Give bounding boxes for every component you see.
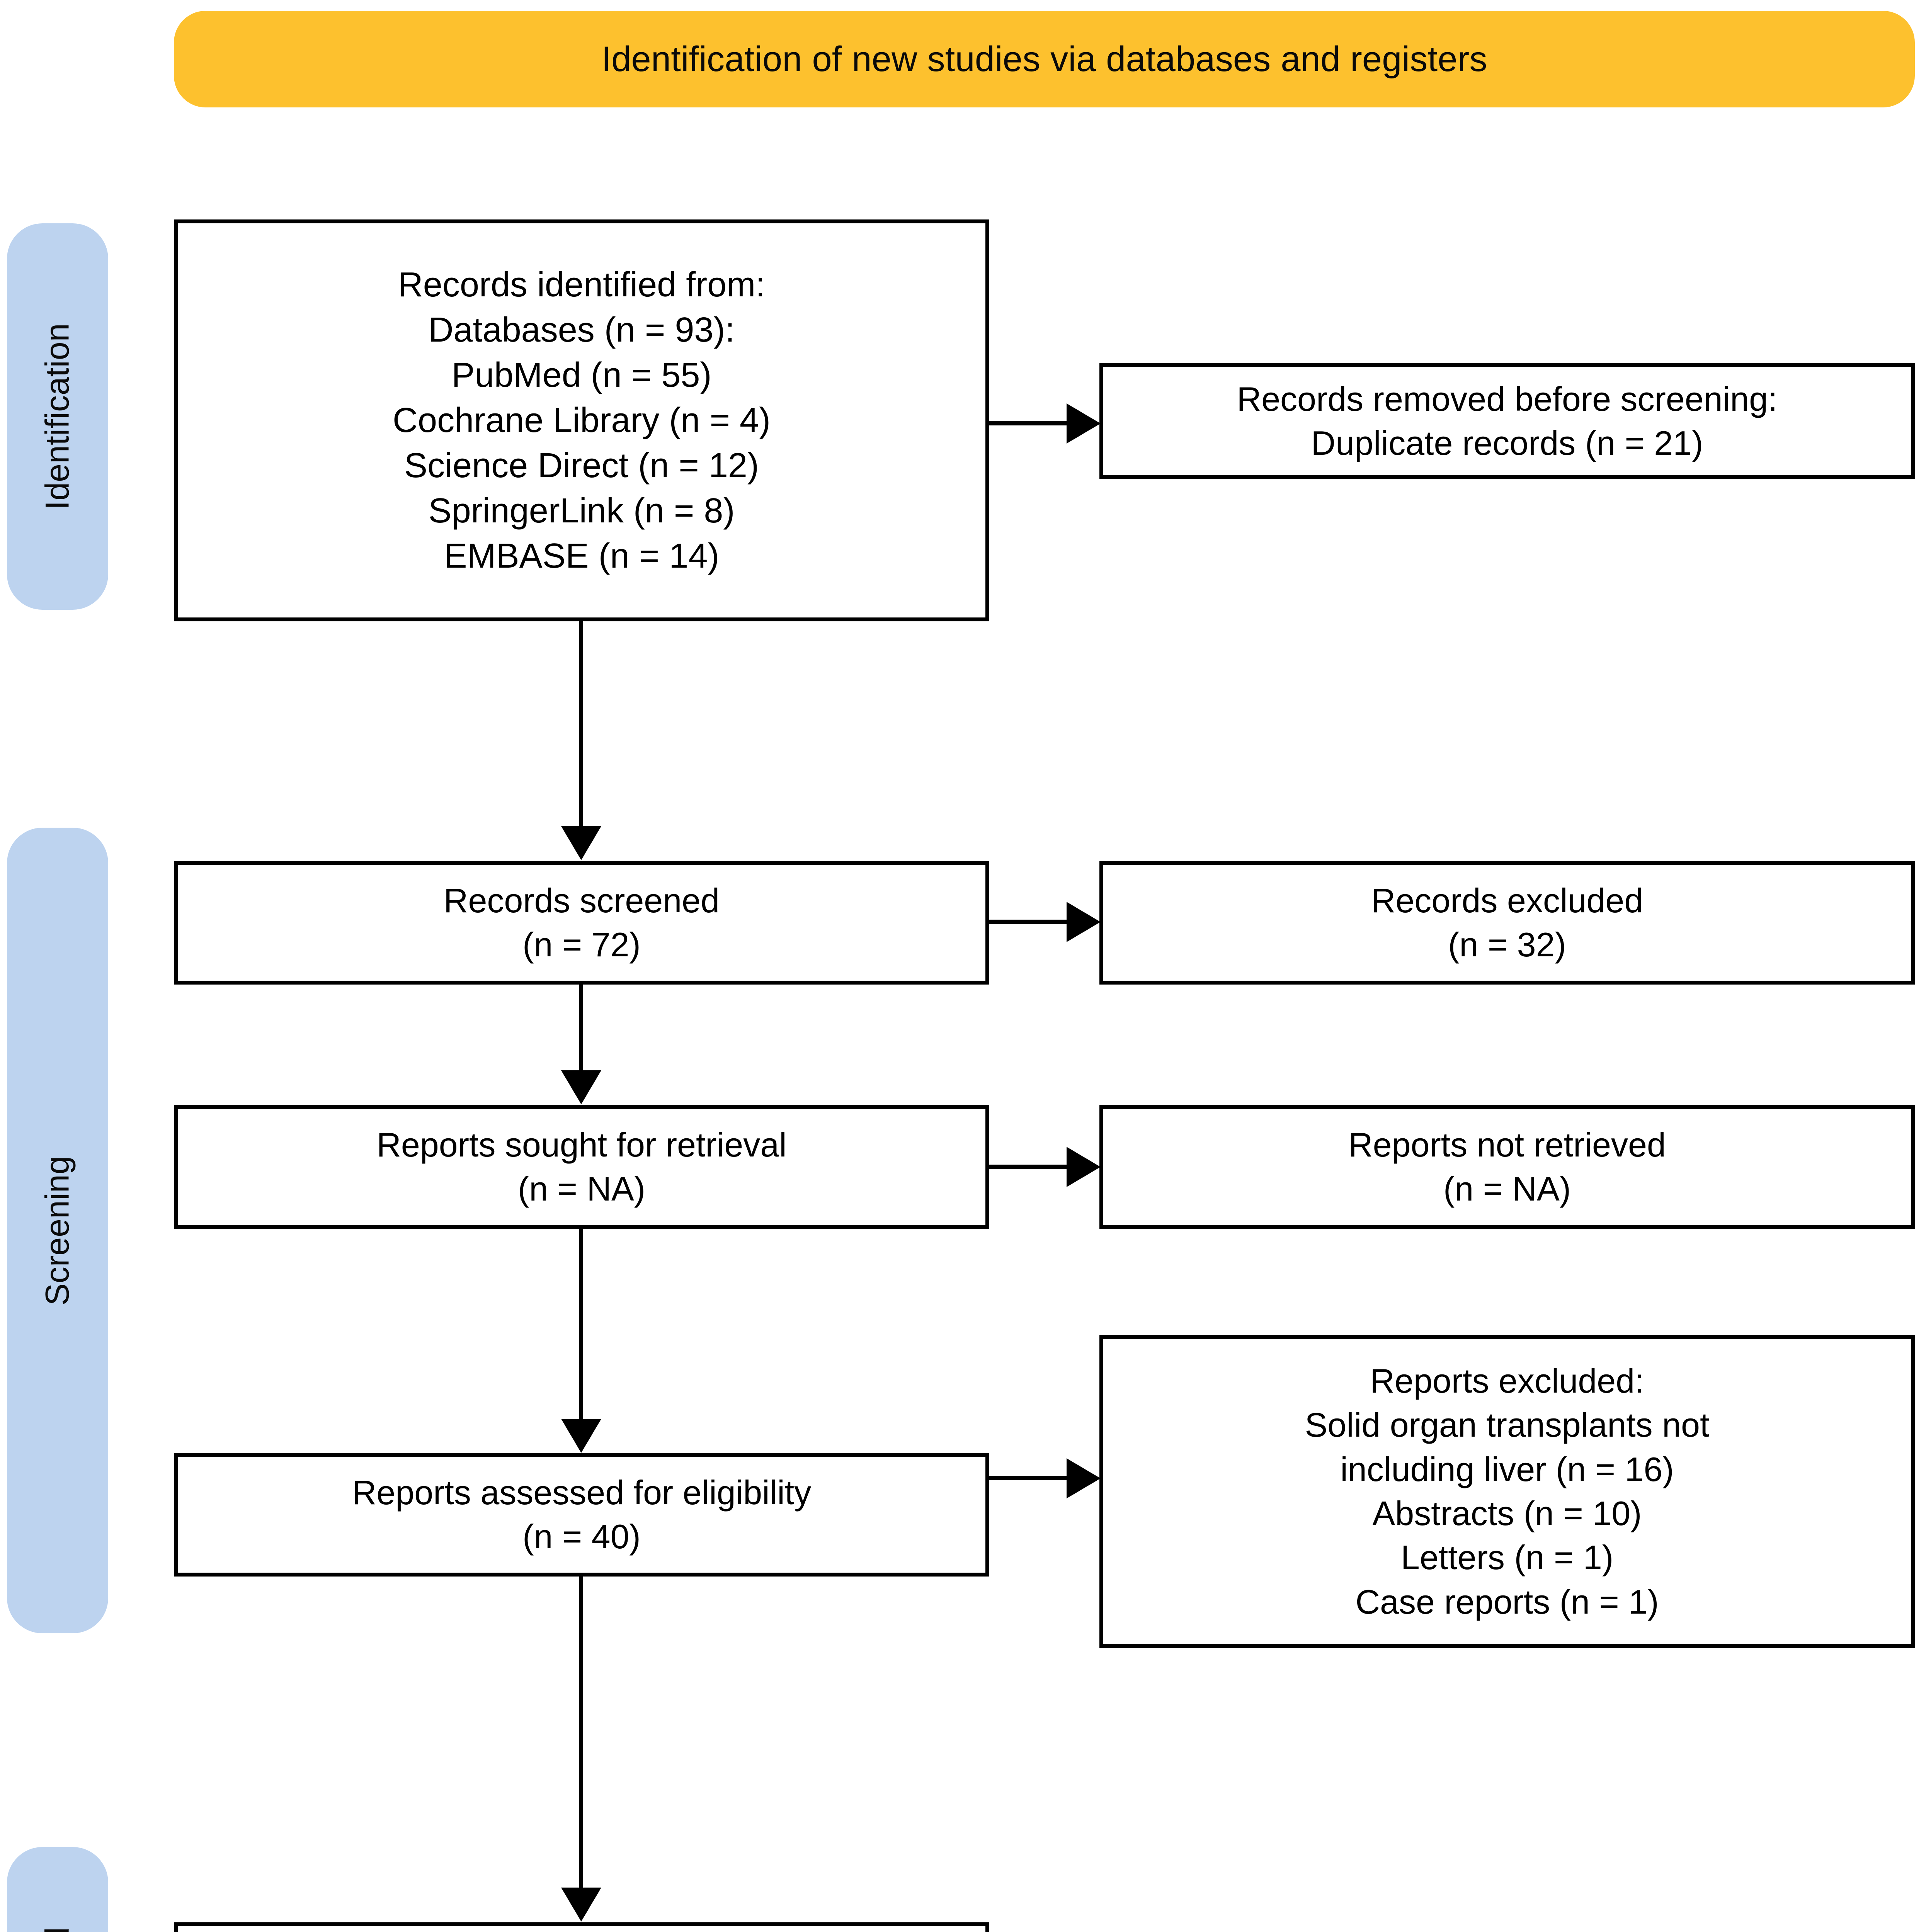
box-line: Cochrane Library (n = 4) <box>393 401 771 440</box>
box-reports-excluded: Reports excluded: Solid organ transplant… <box>1099 1335 1915 1648</box>
box-records-identified: Records identified from: Databases (n = … <box>174 219 989 621</box>
box-line: Records excluded <box>1371 881 1644 920</box>
stage-label-screening: Screening <box>39 1155 76 1306</box>
box-line: including liver (n = 16) <box>1340 1450 1674 1488</box>
connector-screened-to-records-excluded <box>985 920 1082 924</box>
stage-band-identification: Identification <box>7 223 108 610</box>
box-reports-assessed: Reports assessed for eligibility (n = 40… <box>174 1453 989 1577</box>
stage-band-screening: Screening <box>7 828 108 1633</box>
arrowhead-screened-to-records-excluded <box>1067 902 1101 942</box>
diagram-header-title: Identification of new studies via databa… <box>601 39 1487 79</box>
box-line: Science Direct (n = 12) <box>404 446 759 485</box>
box-line: (n = 32) <box>1448 925 1566 964</box>
box-line: Solid organ transplants not <box>1305 1406 1710 1444</box>
box-line: (n = 40) <box>522 1517 641 1556</box>
connector-identified-to-removed <box>985 421 1082 425</box>
arrowhead-sought-to-not-retrieved <box>1067 1147 1101 1187</box>
arrowhead-assessed-to-reports-excluded <box>1067 1458 1101 1498</box>
box-line: Records identified from: <box>398 265 766 304</box>
arrowhead-assessed-to-included <box>561 1888 601 1922</box>
box-line: Duplicate records (n = 21) <box>1311 424 1703 462</box>
box-line: (n = NA) <box>517 1170 646 1208</box>
connector-sought-to-assessed <box>579 1229 583 1428</box>
box-new-studies-included: New studies included in review (n = 12) <box>174 1922 989 1932</box>
box-line: Abstracts (n = 10) <box>1372 1494 1642 1532</box>
box-line: Reports not retrieved <box>1348 1125 1666 1164</box>
box-line: (n = NA) <box>1443 1170 1571 1208</box>
box-records-excluded: Records excluded (n = 32) <box>1099 861 1915 985</box>
box-line: PubMed (n = 55) <box>451 355 712 395</box>
connector-assessed-to-reports-excluded <box>985 1476 1082 1480</box>
arrowhead-identified-to-removed <box>1067 403 1101 444</box>
stage-label-identification: Identification <box>39 323 76 510</box>
arrowhead-screened-to-sought <box>561 1070 601 1104</box>
box-line: Records removed before screening: <box>1237 379 1778 418</box>
box-line: Reports sought for retrieval <box>376 1125 787 1164</box>
box-line: EMBASE (n = 14) <box>444 536 720 575</box>
stage-band-included: Included <box>7 1847 108 1932</box>
box-line: SpringerLink (n = 8) <box>428 491 735 530</box>
box-line: Databases (n = 93): <box>428 310 735 349</box>
diagram-header-banner: Identification of new studies via databa… <box>174 11 1915 107</box>
connector-identified-to-screened <box>579 618 583 835</box>
arrowhead-identified-to-screened <box>561 826 601 860</box>
box-line: Letters (n = 1) <box>1400 1538 1614 1577</box>
stage-label-included: Included <box>39 1927 77 1932</box>
box-records-screened: Records screened (n = 72) <box>174 861 989 985</box>
box-line: Records screened <box>443 881 720 920</box>
box-records-removed: Records removed before screening: Duplic… <box>1099 363 1915 479</box>
connector-screened-to-sought <box>579 983 583 1079</box>
arrowhead-sought-to-assessed <box>561 1419 601 1453</box>
box-line: (n = 72) <box>522 925 641 964</box>
box-reports-not-retrieved: Reports not retrieved (n = NA) <box>1099 1105 1915 1229</box>
box-line: Reports assessed for eligibility <box>352 1473 812 1512</box>
connector-sought-to-not-retrieved <box>985 1165 1082 1169</box>
box-line: Reports excluded: <box>1370 1361 1644 1400</box>
box-line: Case reports (n = 1) <box>1355 1582 1659 1621</box>
box-reports-sought: Reports sought for retrieval (n = NA) <box>174 1105 989 1229</box>
connector-assessed-to-included <box>579 1549 583 1897</box>
